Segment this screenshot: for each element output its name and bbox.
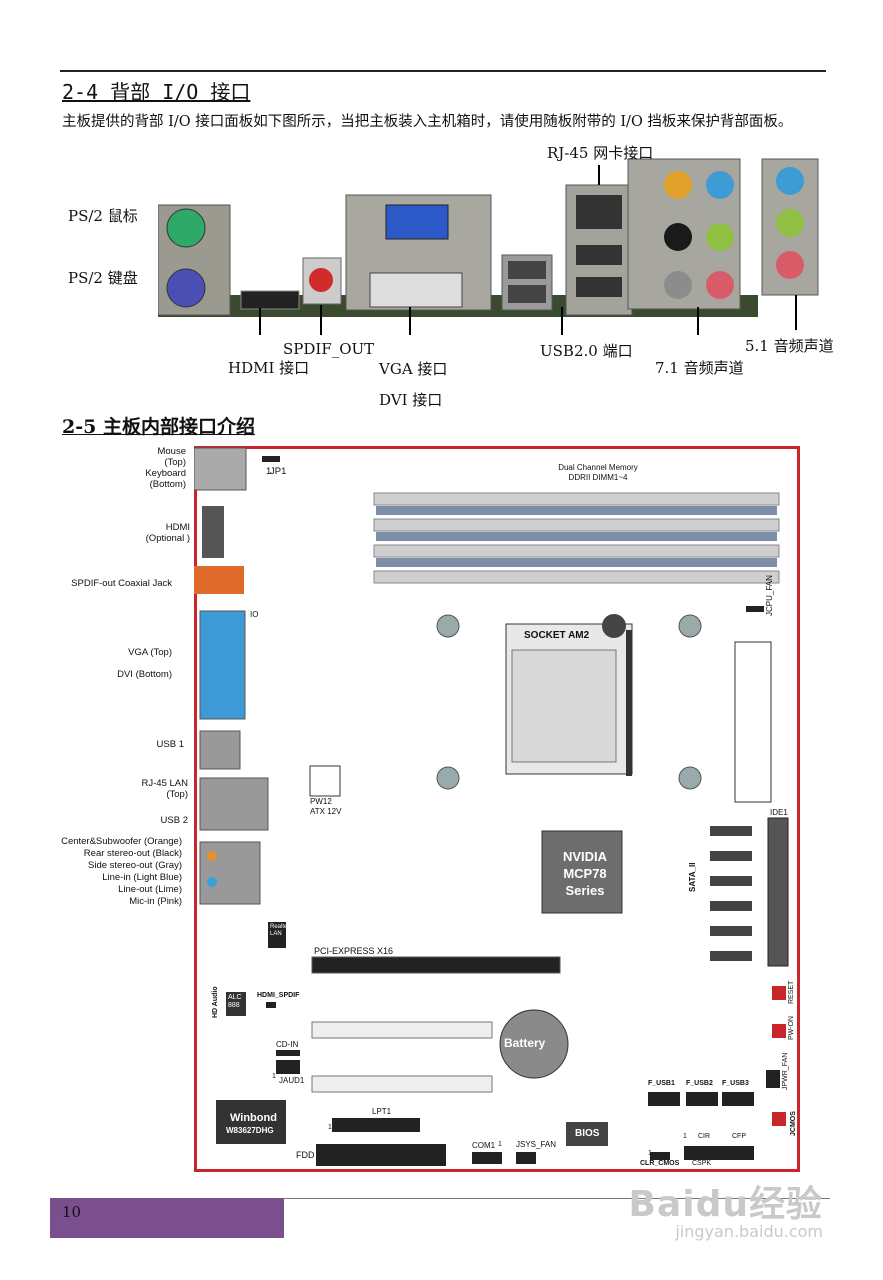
label-cfp: CFP bbox=[732, 1133, 746, 1140]
board-label-hdmi: HDMI (Optional ) bbox=[145, 522, 190, 544]
label-winbond: Winbond bbox=[230, 1112, 277, 1124]
label-ps2-keyboard: PS/2 键盘 bbox=[68, 269, 138, 287]
label-jpwr-fan: JPWR_FAN bbox=[782, 1052, 789, 1090]
board-label-usb1: USB 1 bbox=[156, 739, 184, 750]
label-vga: VGA 接口 bbox=[379, 360, 448, 378]
header-rule bbox=[60, 70, 826, 72]
label-f-usb3: F_USB3 bbox=[722, 1080, 749, 1087]
label-jaud-pin: 1 bbox=[272, 1073, 276, 1080]
footer-rule bbox=[284, 1198, 830, 1199]
label-jcmos: JCMOS bbox=[790, 1111, 797, 1136]
label-jp1: JP1 bbox=[270, 466, 287, 477]
watermark-logo: Baidu经验 bbox=[628, 1184, 823, 1225]
label-pw-on: PW-ON bbox=[788, 1016, 795, 1040]
label-hdmi-spdif: HDMI_SPDIF bbox=[257, 992, 300, 999]
label-jcpu-fan: JCPU_FAN bbox=[765, 575, 774, 616]
board-label-spdif: SPDIF-out Coaxial Jack bbox=[71, 578, 172, 589]
section-heading-io: 2-4 背部 I/O 接口 bbox=[62, 80, 251, 104]
label-battery: Battery bbox=[504, 1036, 546, 1050]
label-lan-chip: Realtek LAN bbox=[270, 924, 291, 937]
label-hdmi: HDMI 接口 bbox=[228, 359, 310, 377]
board-label-audio: Center&Subwoofer (Orange) Rear stereo-ou… bbox=[61, 836, 182, 907]
label-lpt-pin: 1 bbox=[328, 1124, 332, 1131]
label-cir: CIR bbox=[698, 1133, 711, 1140]
label-cd-in: CD-IN bbox=[276, 1040, 299, 1049]
label-fdd: FDD bbox=[296, 1150, 315, 1160]
label-clr-cmos: CLR_CMOS bbox=[640, 1160, 680, 1167]
board-label-dvi: DVI (Bottom) bbox=[117, 669, 172, 680]
page-number: 10 bbox=[62, 1203, 82, 1221]
label-pcie: PCI-EXPRESS X16 bbox=[314, 946, 394, 956]
label-cspk: CSPK bbox=[692, 1160, 712, 1167]
rear-io-panel-image bbox=[158, 158, 819, 335]
label-clr-pin: 1 bbox=[648, 1150, 652, 1157]
label-jp1-pin: 1 bbox=[266, 466, 272, 477]
footer-bar bbox=[50, 1198, 284, 1238]
label-sata: SATA_II bbox=[688, 862, 697, 892]
label-f-usb2: F_USB2 bbox=[686, 1080, 713, 1087]
label-socket: SOCKET AM2 bbox=[524, 630, 590, 641]
label-com-pin: 1 bbox=[498, 1141, 502, 1148]
label-hd-audio: HD Audio bbox=[212, 986, 219, 1018]
label-audio-51: 5.1 音频声道 bbox=[745, 337, 834, 355]
label-ps2-mouse: PS/2 鼠标 bbox=[68, 207, 138, 225]
label-alc: ALC 888 bbox=[228, 994, 242, 1009]
label-bios: BIOS bbox=[575, 1128, 600, 1139]
label-chipset: NVIDIA MCP78 Series bbox=[562, 849, 608, 898]
board-label-usb2: USB 2 bbox=[160, 815, 188, 826]
label-com1: COM1 bbox=[472, 1141, 496, 1150]
board-label-mouse-keyboard: Mouse (Top) Keyboard (Bottom) bbox=[145, 446, 186, 490]
board-label-vga: VGA (Top) bbox=[128, 647, 172, 658]
label-spdif-out: SPDIF_OUT bbox=[283, 340, 375, 358]
label-dvi: DVI 接口 bbox=[379, 391, 443, 409]
label-memory: Dual Channel Memory DDRII DIMM1~4 bbox=[558, 463, 638, 482]
section-paragraph: 主板提供的背部 I/O 接口面板如下图所示，当把主板装入主机箱时，请使用随板附带… bbox=[62, 114, 793, 130]
label-jsys-fan: JSYS_FAN bbox=[516, 1140, 557, 1149]
label-cir-pin: 1 bbox=[683, 1133, 687, 1140]
section-heading-internal: 2-5 主板内部接口介绍 bbox=[62, 416, 255, 438]
label-f-usb1: F_USB1 bbox=[648, 1080, 675, 1087]
watermark-url: jingyan.baidu.com bbox=[675, 1222, 823, 1241]
label-usb: USB2.0 端口 bbox=[540, 342, 633, 360]
label-rj45: RJ-45 网卡接口 bbox=[547, 144, 654, 162]
board-label-rj45: RJ-45 LAN (Top) bbox=[141, 778, 188, 800]
label-ide1: IDE1 bbox=[770, 808, 788, 817]
label-pw12: PW12 ATX 12V bbox=[310, 797, 342, 816]
label-jaud1: JAUD1 bbox=[279, 1076, 305, 1085]
motherboard-diagram bbox=[194, 447, 789, 1166]
label-winbond-model: W83627DHG bbox=[226, 1126, 274, 1135]
label-io: IO bbox=[250, 610, 259, 619]
label-reset: RESET bbox=[788, 980, 795, 1004]
label-lpt1: LPT1 bbox=[372, 1107, 392, 1116]
label-audio-71: 7.1 音频声道 bbox=[655, 359, 744, 377]
